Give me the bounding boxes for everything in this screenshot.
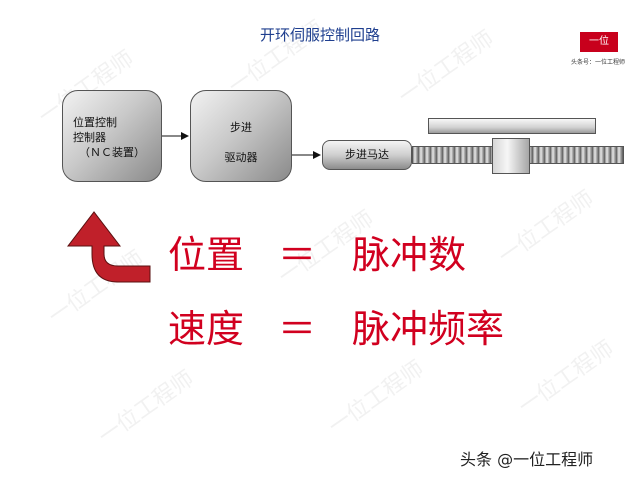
equation-1-left: 位置 — [168, 233, 245, 277]
box1-line-3: （ＮＣ装置） — [79, 146, 145, 159]
box2-line-1: 步进 — [230, 121, 252, 134]
logo-caption: 头条号：一位工程师 — [570, 59, 625, 66]
equation-1-right: 脉冲数 — [352, 233, 467, 277]
stepper-driver-box: 步进 驱动器 — [190, 90, 292, 182]
box1-line-2: 控制器 — [73, 131, 106, 144]
position-controller-box: 位置控制 控制器 （ＮＣ装置） — [62, 90, 162, 182]
equation-1-operator: ＝ — [278, 233, 317, 277]
page-title: 开环伺服控制回路 — [259, 26, 380, 44]
equation-2-operator: ＝ — [278, 307, 317, 351]
footer-attribution: 头条 @一位工程师 — [460, 450, 594, 469]
stepper-motor-box: 步进马达 — [322, 140, 412, 170]
brand-logo: 一位 — [580, 32, 618, 52]
curved-arrow-icon — [66, 211, 151, 283]
box2-line-2: 驱动器 — [224, 151, 258, 164]
equation-2-right: 脉冲频率 — [352, 307, 505, 351]
slide-table — [428, 118, 596, 134]
box1-line-1: 位置控制 — [73, 116, 117, 129]
screw-nut — [492, 138, 530, 174]
equation-2-left: 速度 — [168, 307, 245, 351]
